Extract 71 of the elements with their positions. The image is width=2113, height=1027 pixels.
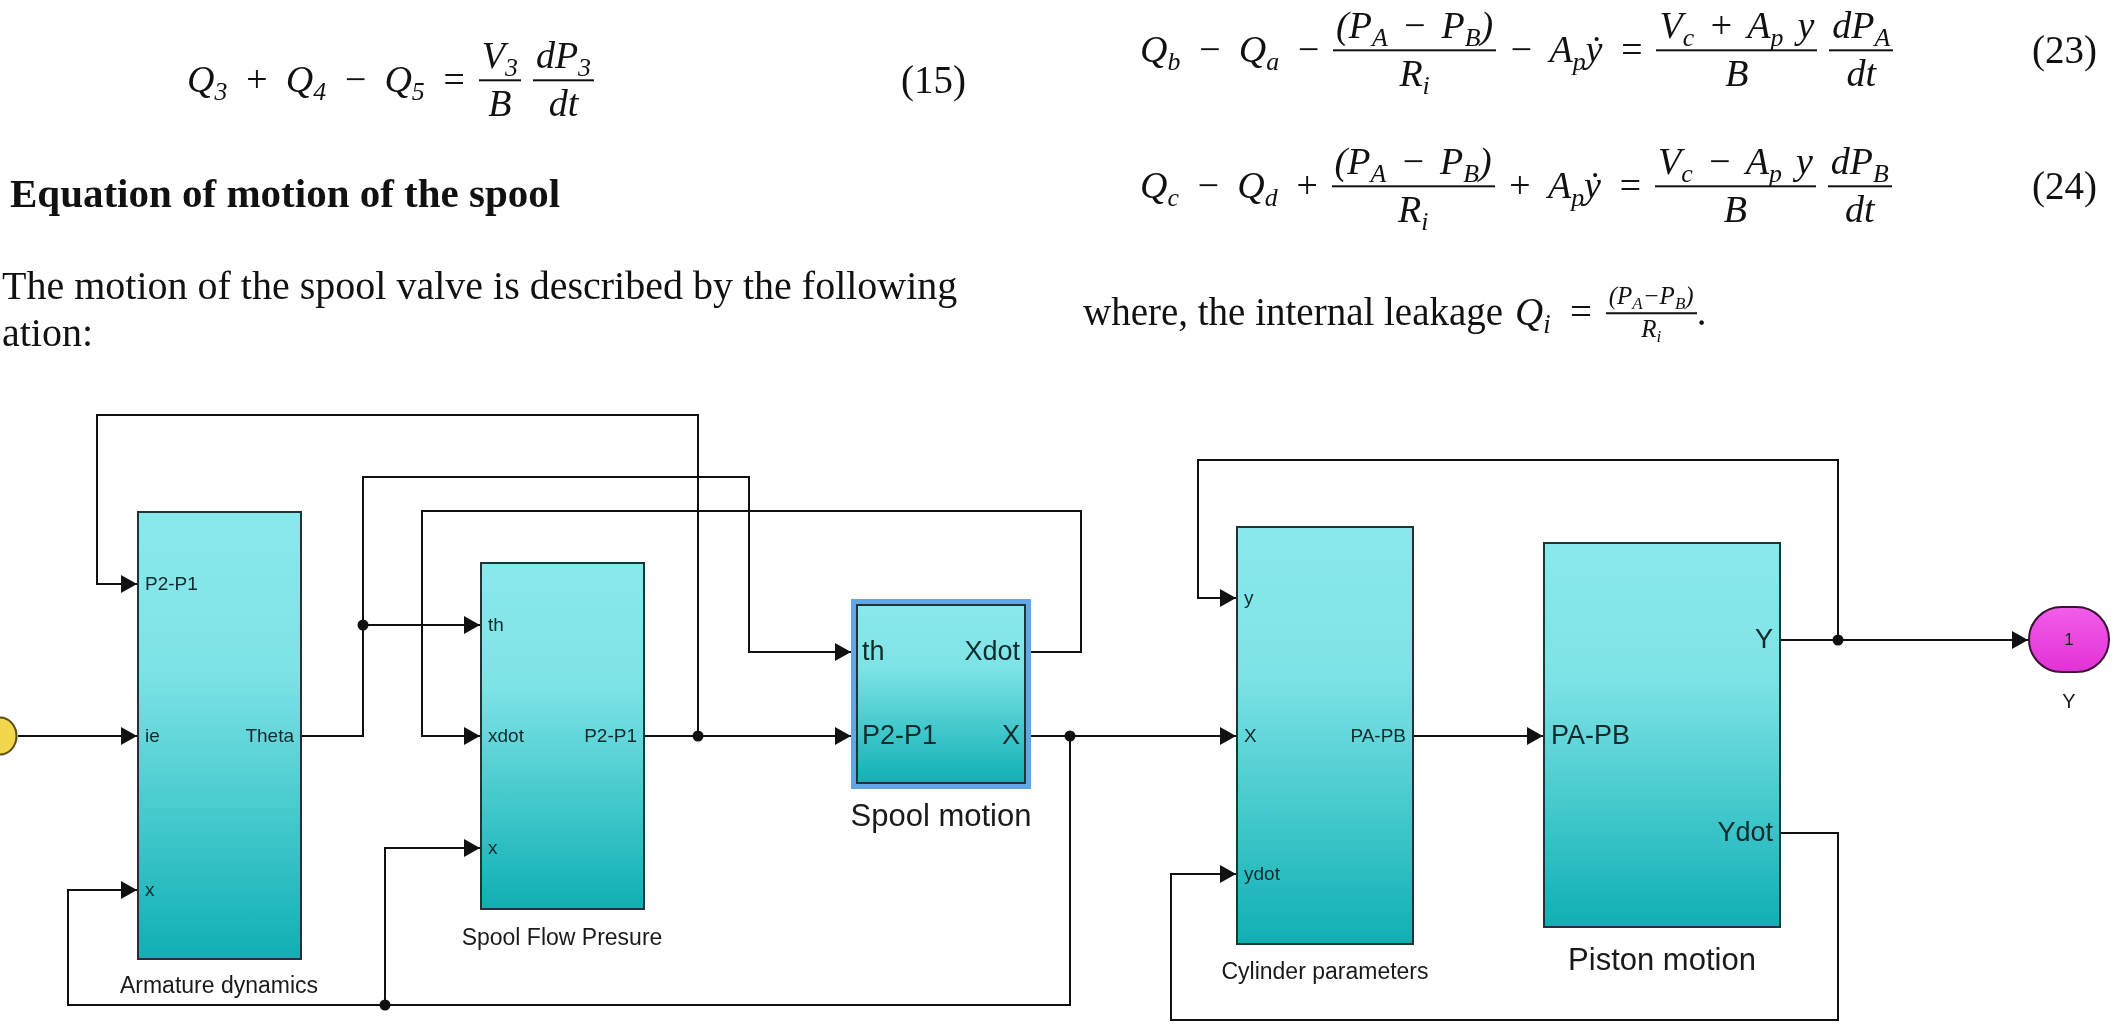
math-expression: (P$_{A}$ − P$_{B}$)	[1336, 4, 1494, 48]
math-expression: Q$_{c}$ − Q$_{d}$ +	[1140, 164, 1320, 208]
subsystem-block	[480, 562, 645, 910]
math-expression: dt	[1846, 52, 1877, 96]
subsystem-block	[1543, 542, 1781, 928]
math-expression: B	[1723, 188, 1747, 232]
signal-arrow	[1064, 727, 1237, 745]
math-expression: B	[1725, 52, 1749, 96]
block-caption: Spool motion	[850, 798, 1032, 834]
signal-arrow	[1170, 832, 1839, 1021]
signal-arrow	[421, 510, 1082, 745]
body-text: where, the internal leakage	[1083, 290, 1504, 336]
signal-arrow	[17, 727, 138, 745]
body-text: .	[1696, 290, 1707, 336]
port-label: P2-P1	[584, 725, 637, 747]
port-label: Xdot	[964, 637, 1020, 667]
signal-arrow	[1413, 727, 1544, 745]
port-label: th	[488, 614, 504, 636]
math-expression: (P$_{A}$ − P$_{B}$)	[1334, 140, 1492, 184]
signal-line	[379, 735, 1071, 1011]
signal-arrow	[692, 727, 852, 745]
math-expression: R$_{i}$	[1397, 188, 1429, 232]
port-label: xdot	[488, 725, 524, 747]
block-caption: Armature dynamics	[119, 973, 319, 999]
math-expression: dt	[1845, 188, 1875, 232]
math-expression: dP$_{3}$	[535, 34, 591, 78]
math-expression: R$_{i}$	[1641, 315, 1662, 344]
equation-number: (24)	[2032, 163, 2097, 209]
block-caption: Cylinder parameters	[1221, 959, 1429, 985]
math-expression: Q$_{b}$ − Q$_{a}$ −	[1140, 28, 1322, 72]
port-label: th	[862, 637, 885, 667]
block-caption: Spool Flow Presure	[461, 925, 663, 951]
signal-arrow	[1832, 631, 2029, 649]
port-label: Y	[1755, 625, 1773, 655]
subsystem-block	[851, 599, 1031, 789]
equation-number: (23)	[2032, 27, 2097, 73]
signal-arrow	[301, 476, 852, 737]
port-label: x	[145, 879, 155, 901]
math-expression: R$_{i}$	[1399, 52, 1430, 96]
math-expression: Q$_{3}$ + Q$_{4}$ − Q$_{5}$ =	[187, 58, 467, 102]
math-expression: dP$_{A}$	[1832, 4, 1891, 48]
body-text: The motion of the spool valve is described by the following ation:	[2, 262, 959, 356]
signal-arrow	[1197, 459, 1839, 641]
port-label: y	[1244, 587, 1254, 609]
port-number: 1	[2064, 630, 2074, 650]
section-heading: Equation of motion of the spool	[10, 169, 561, 219]
port-label: X	[1002, 721, 1020, 751]
math-expression: dt	[548, 82, 579, 126]
math-expression: B	[488, 82, 512, 126]
subsystem-block	[1236, 526, 1414, 945]
port-label: PA-PB	[1350, 725, 1406, 747]
port-label: P2-P1	[145, 573, 198, 595]
math-expression: (P$_{A}$−P$_{B}$)	[1608, 282, 1694, 311]
subsystem-block	[137, 511, 302, 960]
port-label: ydot	[1244, 863, 1280, 885]
port-label: Theta	[245, 725, 294, 747]
port-label: x	[488, 837, 498, 859]
signal-arrow	[357, 616, 481, 634]
inport-terminal	[0, 716, 18, 756]
block-caption: Piston motion	[1568, 942, 1756, 978]
port-label: Ydot	[1717, 818, 1773, 848]
port-label: X	[1244, 725, 1257, 747]
port-label: P2-P1	[862, 721, 938, 751]
port-label: PA-PB	[1551, 721, 1631, 751]
math-expression: V$_{3}$	[481, 34, 518, 78]
equation-number: (15)	[901, 57, 966, 103]
math-expression: dP$_{B}$	[1830, 140, 1889, 184]
math-expression: Q$_{i}$ =	[1515, 290, 1594, 336]
port-label: ie	[145, 725, 160, 747]
block-caption: Y	[2062, 690, 2076, 712]
signal-arrow	[96, 414, 699, 737]
